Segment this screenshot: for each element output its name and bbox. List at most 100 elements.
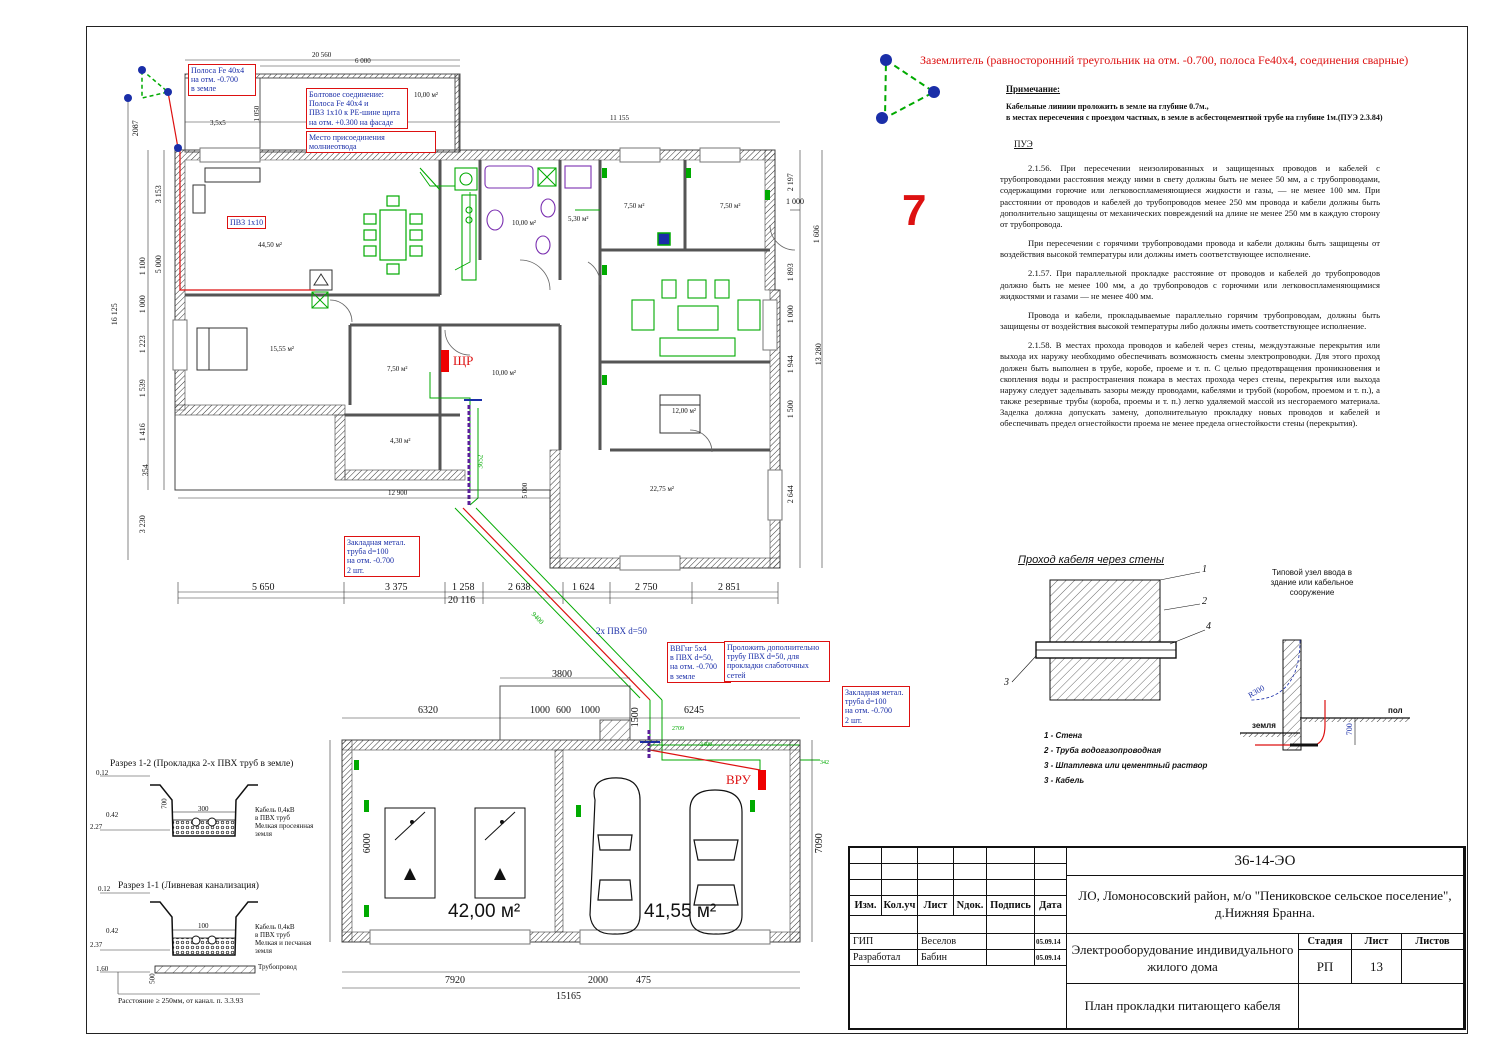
room-area: 12,00 м² — [672, 407, 697, 415]
dim: 1 944 — [785, 355, 795, 374]
distribution-panel-shr — [441, 350, 449, 372]
wall-mark-4: 4 — [1206, 621, 1211, 632]
dim: 600 — [556, 705, 571, 716]
tb-name: Веселов — [918, 934, 987, 950]
dim: 1 416 — [137, 423, 147, 442]
dim: 12 900 — [388, 489, 408, 497]
title-block: Изм. Кол.уч Лист Nдок. Подпись Дата ГИП … — [848, 846, 1466, 1030]
room-area: 4,30 м² — [390, 437, 411, 445]
room-area: 3,5x5 — [210, 119, 226, 127]
garage-area-left: 42,00 м² — [448, 901, 521, 922]
tb-stage-header: Стадия — [1299, 934, 1352, 950]
dim: 3 230 — [137, 515, 147, 534]
dim: 2 750 — [635, 582, 658, 593]
inspection-pit-icon — [384, 807, 526, 899]
drawing-code: 36-14-ЭО — [1067, 848, 1464, 876]
tb-header: Кол.уч — [882, 896, 918, 916]
dim: 700 — [160, 798, 169, 809]
notes-line-1: Кабельные линиии проложить в земле на гл… — [1006, 102, 1209, 111]
level: 2.27 — [90, 823, 103, 831]
dim: 1 500 — [785, 400, 795, 419]
tb-date: 05.09.14 — [1035, 934, 1067, 950]
legend-item: 2 - Труба водогазопроводная — [1044, 746, 1162, 755]
tb-stage-header: Лист — [1352, 934, 1402, 950]
pue-para: 2.1.58. В местах прохода проводов и кабе… — [1000, 340, 1380, 429]
room-area: 7,50 м² — [624, 202, 645, 210]
garage-small: 2709 — [672, 726, 684, 732]
dim: 3 153 — [153, 185, 163, 204]
dim: 1 606 — [811, 225, 821, 244]
house-plan — [127, 59, 823, 604]
panel-vru-label: ВРУ — [726, 772, 751, 787]
trench-section-1-1 — [100, 892, 260, 995]
section-1-2-title: Разрез 1-2 (Прокладка 2-х ПВХ труб в зем… — [110, 759, 294, 769]
pue-para: При пересечении с горячими трубопроводам… — [1000, 238, 1380, 260]
car-icon — [589, 777, 743, 935]
garage-area-right: 41,55 м² — [644, 901, 717, 922]
legend-item: 3 - Кабель — [1044, 776, 1085, 785]
wall-detail-legend: 1 - Стена 2 - Труба водогазопроводная 3 … — [1044, 728, 1207, 788]
dining-table-icon — [363, 195, 423, 275]
ground-electrode-house — [124, 66, 182, 152]
drawing-frame — [86, 26, 1468, 1034]
dim: 5 000 — [521, 482, 530, 499]
tb-role: Разработал — [850, 950, 918, 966]
callout-connection-place: Место присоединения молниеотвода — [306, 131, 436, 154]
level: 0.12 — [98, 885, 111, 893]
tb-sheets — [1402, 950, 1464, 984]
tb-header: Изм. — [850, 896, 882, 916]
garage-small: 342 — [820, 760, 829, 766]
dim: 1 000 — [786, 197, 804, 206]
dim: 2 644 — [785, 485, 795, 504]
dim: 3800 — [552, 669, 572, 680]
tb-stage: РП — [1299, 950, 1352, 984]
dim: 3 375 — [385, 582, 408, 593]
dim: 300 — [198, 805, 209, 813]
legend-item: 1 - Стена — [1044, 731, 1083, 740]
dim: 1000 — [530, 705, 550, 716]
dim: 13 280 — [813, 343, 823, 366]
dim: 1 624 — [572, 582, 595, 593]
callout-pvz: ПВЗ 1x10 — [227, 216, 267, 230]
dim: 16 125 — [109, 303, 119, 326]
garage-plan — [329, 677, 813, 989]
dim: 2 197 — [785, 173, 795, 192]
living-room-furniture — [631, 279, 761, 357]
panel-shr-label: ЩР — [453, 353, 474, 368]
dim: 1 539 — [137, 379, 147, 398]
entry-detail-title: Типовой узел ввода в здание или кабельно… — [1270, 568, 1354, 597]
pue-para: 2.1.56. При пересечении неизолированных … — [1000, 163, 1380, 229]
dim: 2000 — [588, 975, 608, 986]
dim: 6245 — [684, 705, 704, 716]
ground-electrode-note: Заземлитель (равносторонний треугольник … — [920, 53, 1409, 67]
dim: 1 223 — [137, 335, 147, 354]
tb-header: Дата — [1035, 896, 1067, 916]
dim-total: 20 116 — [448, 595, 476, 606]
dim: 2 638 — [508, 582, 531, 593]
project-address: ЛО, Ломоносовский район, м/о "Пениковско… — [1067, 876, 1464, 934]
notes-line-2: в местах пересечения с проездом частных,… — [1006, 113, 1383, 122]
dim: 1 050 — [253, 105, 262, 122]
dim: 354 — [140, 464, 150, 477]
wall-mark-2: 2 — [1202, 596, 1207, 607]
dim: 6 000 — [355, 57, 371, 65]
tb-name: Бабин — [918, 950, 987, 966]
room-area: 5,30 м² — [568, 215, 589, 223]
dim: 7090 — [813, 833, 825, 854]
pipes-label: 2x ПВХ d=50 — [596, 626, 647, 636]
tb-date: 05.09.14 — [1035, 950, 1067, 966]
room-area: 7,50 м² — [720, 202, 741, 210]
room-area: 22,75 м² — [650, 485, 675, 493]
room-area: 7,50 м² — [387, 365, 408, 373]
dim: 2 851 — [718, 582, 741, 593]
wall-detail-title: Проход кабеля через стены — [1018, 554, 1165, 566]
pue-rules: 2.1.56. При пересечении неизолированных … — [1000, 163, 1380, 438]
tb-stage-header: Листов — [1402, 934, 1464, 950]
pue-para: 2.1.57. При параллельной прокладке расст… — [1000, 268, 1380, 301]
